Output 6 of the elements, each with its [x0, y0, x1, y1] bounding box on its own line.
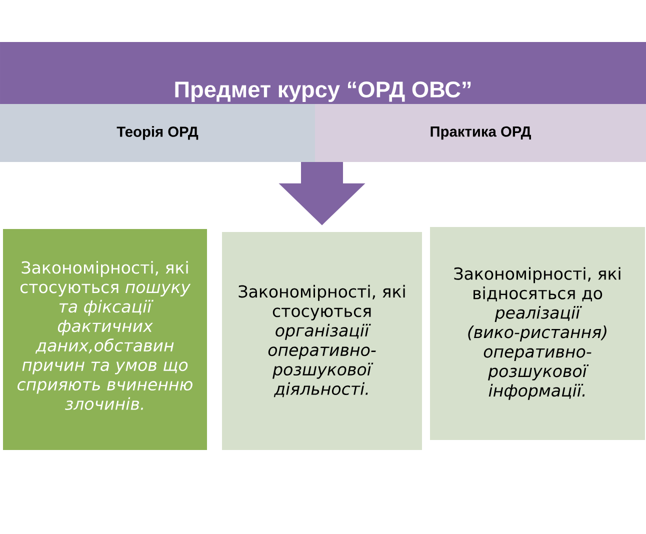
text-box: Закономірності, які стосуються організації оперативно-розшукової діяльності.	[222, 232, 422, 450]
header-band: Предмет курсу “ОРД ОВС”	[0, 42, 646, 104]
text-box: Закономірності, які стосуються пошуку та фіксації фактичних даних,обставин причин та умов що сприяють вчиненню злочинів.	[3, 229, 207, 450]
category-band: Теорія ОРД	[0, 104, 315, 162]
text-box: Закономірності, які відносяться до реалізації (вико-ристання) оперативно-розшукової інформації.	[430, 227, 645, 440]
category-band: Практика ОРД	[315, 104, 646, 162]
